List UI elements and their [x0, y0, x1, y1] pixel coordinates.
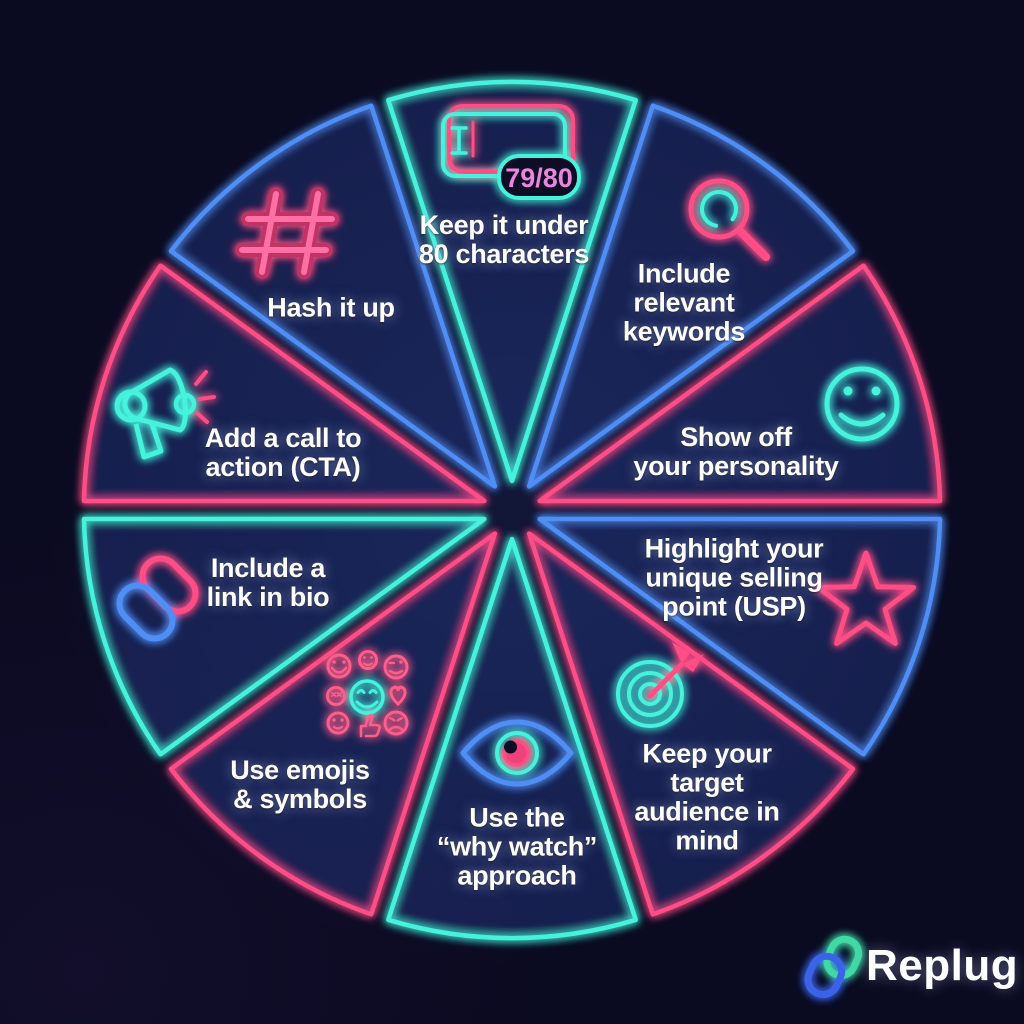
text-input-icon: 79/80 [441, 104, 581, 200]
star-icon [815, 550, 917, 646]
segment-label-cta: Add a call to action (CTA) [204, 423, 362, 482]
target-icon [616, 642, 704, 728]
segment-label-hash-it-up: Hash it up [267, 292, 395, 323]
wedge-hash-it-up [168, 103, 498, 489]
eye-icon [460, 719, 574, 787]
wedge-relevant-keywords [526, 103, 856, 489]
segment-label-link-in-bio: Include a link in bio [206, 553, 330, 612]
replug-logo-mark [804, 935, 863, 999]
segment-label-target-audience: Keep your target audience in mind [634, 738, 780, 855]
megaphone-icon [114, 367, 216, 460]
magnifier-icon [688, 178, 770, 261]
segment-label-relevant-keywords: Include relevant keywords [622, 258, 746, 347]
segment-label-emojis: Use emojis & symbols [230, 755, 370, 814]
wheel-wedges [81, 79, 943, 941]
smiley-icon [824, 366, 900, 442]
hashtag-icon [235, 187, 339, 279]
segment-label-personality: Show off your personality [633, 422, 839, 481]
wedge-emojis [168, 531, 498, 917]
wedge-target-audience [526, 531, 856, 917]
segment-label-keep-under-80: Keep it under 80 characters [418, 210, 590, 269]
wedge-personality [537, 263, 943, 504]
wedge-why-watch [386, 536, 638, 941]
segment-label-usp: Highlight your unique selling point (USP… [644, 533, 824, 622]
emoji-grid-icon [326, 650, 409, 738]
wedge-cta [81, 263, 487, 504]
segment-label-why-watch: Use the “why watch” approach [436, 802, 598, 891]
character-counter: 79/80 [505, 163, 573, 193]
replug-logo-text: Replug [866, 941, 1019, 990]
wedge-usp [537, 516, 943, 757]
chain-link-icon [116, 555, 199, 642]
